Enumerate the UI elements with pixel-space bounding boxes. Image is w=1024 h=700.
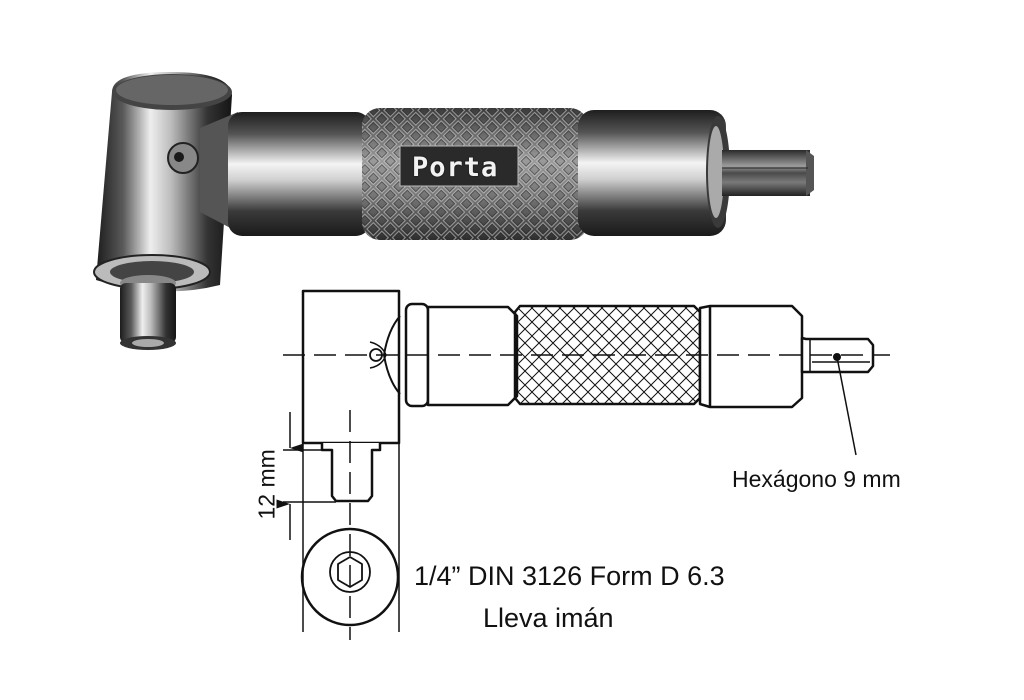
hex-shank [722, 150, 814, 196]
dimension-label: 12 mm [253, 449, 280, 520]
hex-callout-leader [833, 353, 857, 456]
drawing-head-block [301, 289, 401, 445]
front-collar [228, 112, 370, 236]
rear-collar [578, 110, 726, 236]
magnet-note-label: Lleva imán [483, 603, 614, 633]
hex-size-label: Hexágono 9 mm [732, 466, 901, 492]
dimension-12mm [276, 412, 336, 540]
drive-spec-label: 1/4” DIN 3126 Form D 6.3 [414, 561, 725, 591]
angle-head [93, 72, 232, 350]
knurled-grip [362, 108, 588, 240]
brand-logo: Porta [412, 152, 499, 183]
